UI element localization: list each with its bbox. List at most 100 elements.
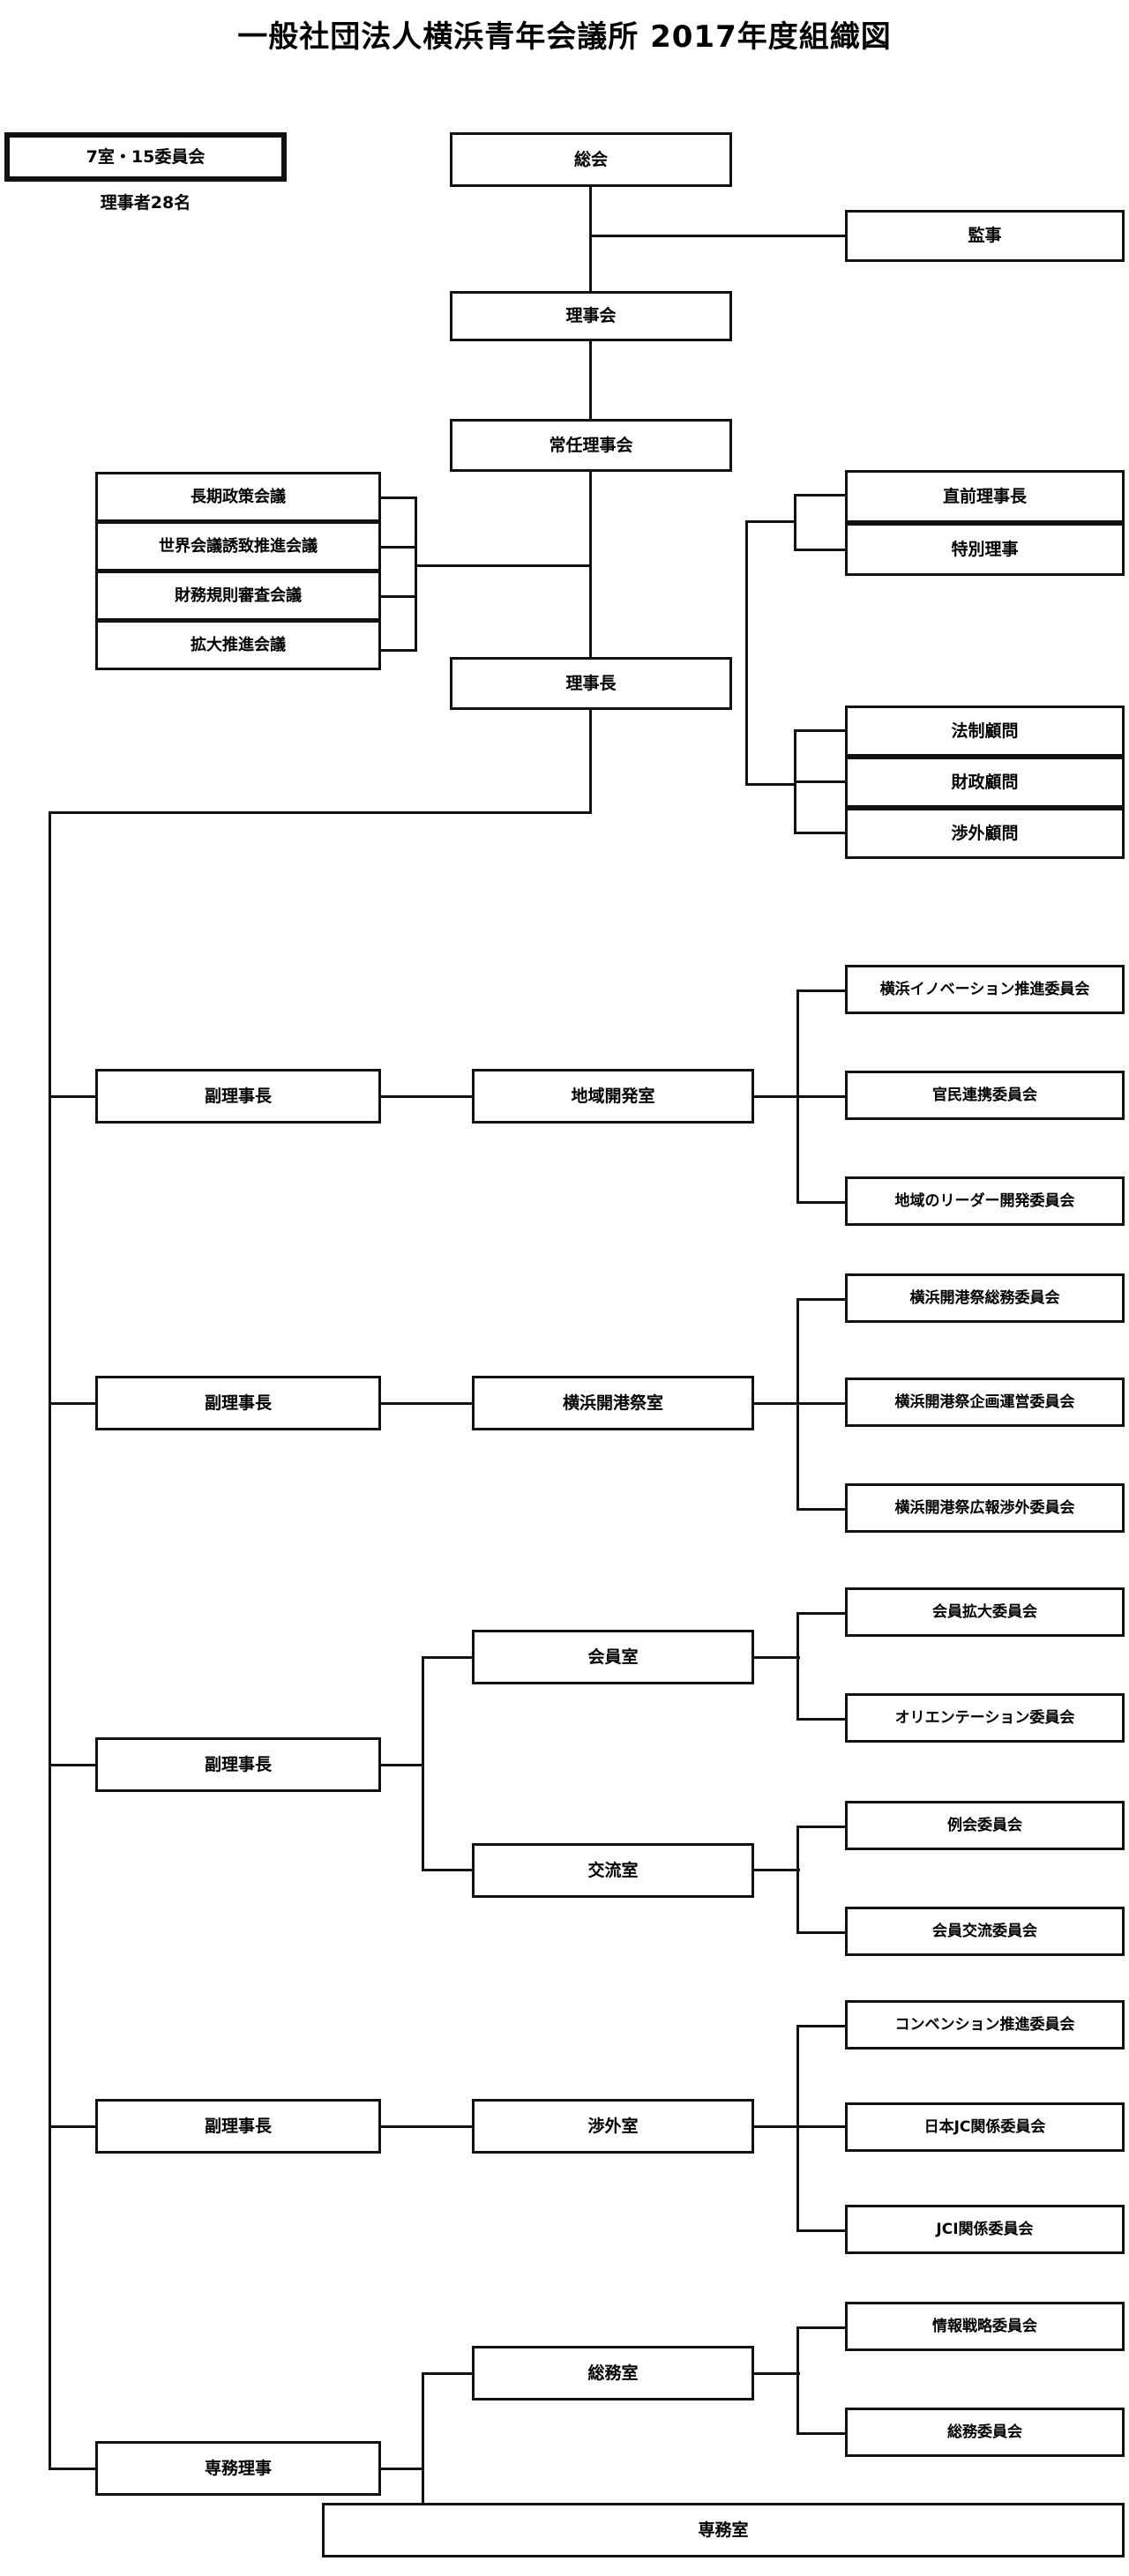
spine-to-officer-4 xyxy=(49,2468,98,2470)
conference-box-1: 世界会議誘致推進会議 xyxy=(95,521,381,571)
conference-stub-0 xyxy=(381,497,417,499)
officer-box-2: 副理事長 xyxy=(95,1737,381,1792)
committee-stub-2-0-1 xyxy=(796,1718,848,1721)
room-label-1-0: 横浜開港祭室 xyxy=(562,1393,663,1413)
special-director-box-1: 特別理事 xyxy=(845,523,1125,576)
room-to-bracket-3-0 xyxy=(754,2125,848,2128)
officer-2-split-feed xyxy=(381,1764,423,1766)
committee-box-3-0-2: JCI関係委員会 xyxy=(845,2205,1125,2254)
summary-rooms-committees-label: 7室・15委員会 xyxy=(86,146,206,167)
conference-stub-2 xyxy=(381,595,417,598)
committee-box-1-0-0: 横浜開港祭総務委員会 xyxy=(845,1273,1125,1323)
line-board-to-standing xyxy=(589,340,592,421)
committee-stub-3-0-0 xyxy=(796,2025,848,2027)
conference-stub-1 xyxy=(381,546,417,549)
committee-box-1-0-2: 横浜開港祭広報渉外委員会 xyxy=(845,1483,1125,1533)
room-label-2-0: 会員室 xyxy=(587,1646,639,1667)
president-down-stub xyxy=(589,708,592,814)
committee-stub-0-0-0 xyxy=(796,989,848,992)
officer-to-room-3-0 xyxy=(381,2125,475,2128)
room-label-3-0: 渉外室 xyxy=(587,2116,639,2136)
committee-box-2-1-0: 例会委員会 xyxy=(845,1801,1125,1850)
spine-to-officer-0 xyxy=(49,1095,98,1098)
conference-box-3: 拡大推進会議 xyxy=(95,620,381,670)
special-director-stub-1 xyxy=(794,549,847,551)
auditor-label: 監事 xyxy=(968,226,1002,246)
committee-stub-2-1-1 xyxy=(796,1931,848,1934)
wide-room-label-4: 専務室 xyxy=(698,2520,749,2540)
committee-label-2-0-0: 会員拡大委員会 xyxy=(932,1602,1037,1621)
room-box-1-0: 横浜開港祭室 xyxy=(472,1376,754,1430)
standing-board-label: 常任理事会 xyxy=(549,435,633,455)
president-label: 理事長 xyxy=(565,673,617,693)
conference-label-2: 財務規則審査会議 xyxy=(175,586,302,605)
officer-box-4: 専務理事 xyxy=(95,2441,381,2496)
committee-label-0-0-1: 官民連携委員会 xyxy=(932,1086,1037,1104)
advisor-box-1: 財政顧問 xyxy=(845,757,1125,808)
committee-stub-4-0-1 xyxy=(796,2432,848,2435)
advisor-stub-2 xyxy=(794,832,847,834)
committee-box-4-0-1: 総務委員会 xyxy=(845,2408,1125,2457)
line-general-to-board xyxy=(589,185,592,293)
officer-2-split-spine xyxy=(422,1656,424,1871)
main-left-spine xyxy=(49,811,51,2469)
committee-box-2-0-1: オリエンテーション委員会 xyxy=(845,1693,1125,1743)
officer-2-stub-room-0 xyxy=(422,1656,475,1659)
officer-box-1: 副理事長 xyxy=(95,1376,381,1430)
room-box-4-0: 総務室 xyxy=(472,2346,754,2401)
room-to-bracket-4-0 xyxy=(754,2372,800,2375)
committee-bracket-1-0 xyxy=(796,1298,799,1508)
officer-label-0: 副理事長 xyxy=(204,1086,272,1106)
special-director-label-1: 特別理事 xyxy=(951,539,1019,559)
room-to-bracket-2-0 xyxy=(754,1656,800,1659)
room-to-bracket-2-1 xyxy=(754,1869,800,1871)
advisor-feed xyxy=(745,783,796,786)
committee-bracket-2-1 xyxy=(796,1826,799,1933)
committee-box-0-0-2: 地域のリーダー開発委員会 xyxy=(845,1176,1125,1226)
standing-board-box: 常任理事会 xyxy=(450,419,732,472)
committee-label-1-0-1: 横浜開港祭企画運営委員会 xyxy=(894,1393,1075,1411)
special-director-stub-0 xyxy=(794,494,847,497)
room-box-3-0: 渉外室 xyxy=(472,2099,754,2154)
conference-stub-3 xyxy=(381,649,417,652)
committee-stub-1-0-2 xyxy=(796,1508,848,1511)
line-board-to-auditor xyxy=(589,235,847,237)
committee-stub-0-0-2 xyxy=(796,1201,848,1204)
conference-box-0: 長期政策会議 xyxy=(95,472,381,522)
summary-directors-count: 理事者28名 xyxy=(100,193,191,213)
room-to-bracket-0-0 xyxy=(754,1095,848,1098)
advisor-stub-1 xyxy=(794,780,847,783)
advisor-label-1: 財政顧問 xyxy=(951,772,1019,792)
committee-label-3-0-1: 日本JC関係委員会 xyxy=(923,2117,1046,2136)
committee-stub-1-0-0 xyxy=(796,1298,848,1301)
advisor-label-2: 渉外顧問 xyxy=(951,823,1019,843)
board-of-directors-label: 理事会 xyxy=(565,306,617,326)
committee-bracket-2-0 xyxy=(796,1612,799,1720)
auditor-box: 監事 xyxy=(845,210,1125,262)
committee-label-2-0-1: オリエンテーション委員会 xyxy=(894,1708,1075,1727)
committee-bracket-3-0 xyxy=(796,2025,799,2229)
conference-box-2: 財務規則審査会議 xyxy=(95,571,381,621)
advisor-box-0: 法制顧問 xyxy=(845,706,1125,757)
committee-box-2-0-0: 会員拡大委員会 xyxy=(845,1587,1125,1637)
committee-stub-3-0-2 xyxy=(796,2229,848,2232)
committee-bracket-0-0 xyxy=(796,989,799,1203)
president-right-riser xyxy=(745,520,748,785)
board-of-directors-box: 理事会 xyxy=(450,291,732,341)
summary-rooms-committees-box: 7室・15委員会 xyxy=(4,132,287,182)
officer-4-split-feed xyxy=(381,2468,423,2470)
committee-label-0-0-0: 横浜イノベーション推進委員会 xyxy=(879,980,1090,998)
conference-to-spine xyxy=(415,564,591,567)
spine-to-officer-1 xyxy=(49,1402,98,1405)
officer-to-room-0-0 xyxy=(381,1095,475,1098)
committee-box-4-0-0: 情報戦略委員会 xyxy=(845,2302,1125,2351)
conference-label-3: 拡大推進会議 xyxy=(191,635,286,654)
special-director-feed xyxy=(745,520,796,523)
committee-label-2-1-1: 会員交流委員会 xyxy=(932,1922,1037,1940)
room-box-0-0: 地域開発室 xyxy=(472,1069,754,1124)
general-meeting-box: 総会 xyxy=(450,132,732,187)
committee-box-3-0-0: コンベンション推進委員会 xyxy=(845,2000,1125,2050)
general-meeting-label: 総会 xyxy=(573,149,608,169)
committee-box-0-0-1: 官民連携委員会 xyxy=(845,1071,1125,1120)
